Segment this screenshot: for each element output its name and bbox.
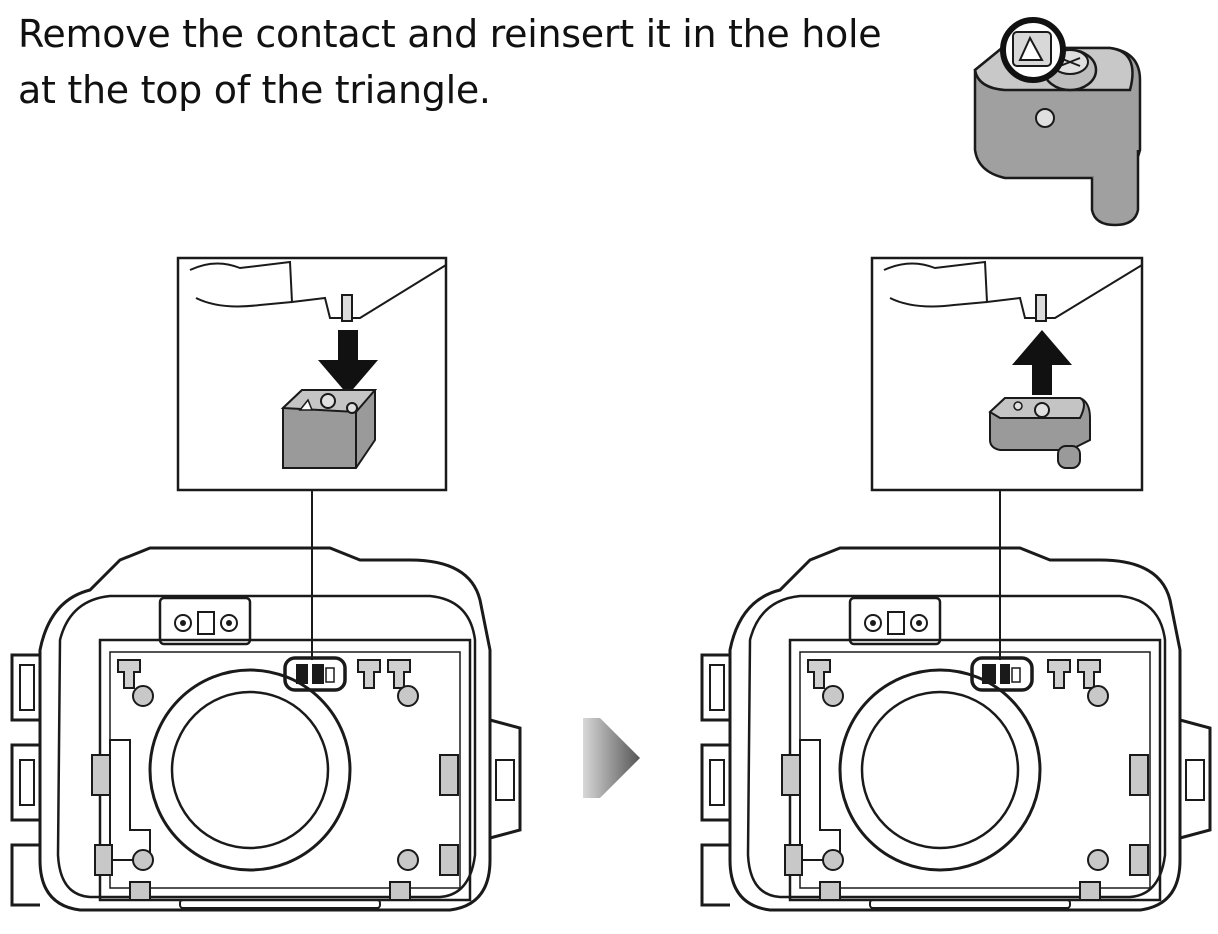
contact-pin-left: [341, 294, 353, 322]
left-housing: [10, 546, 522, 912]
contact-part-left: [280, 389, 378, 469]
down-arrow-icon: [318, 330, 378, 395]
contact-closeup: [973, 17, 1142, 227]
contact-highlight-right: [970, 656, 1034, 692]
contact-pin-right: [1035, 294, 1047, 322]
right-detail-callout: [870, 256, 1144, 660]
next-step-arrow-icon: [583, 718, 640, 798]
left-detail-callout: [176, 256, 448, 660]
right-housing: [700, 546, 1212, 912]
instruction-line-1: Remove the contact and reinsert it in th…: [18, 12, 882, 56]
contact-highlight-left: [283, 656, 347, 692]
up-arrow-icon: [1012, 330, 1072, 395]
contact-part-right: [988, 397, 1091, 469]
instruction-text: Remove the contact and reinsert it in th…: [18, 6, 918, 118]
triangle-icon: [1018, 35, 1044, 61]
instruction-line-2: at the top of the triangle.: [18, 68, 491, 112]
